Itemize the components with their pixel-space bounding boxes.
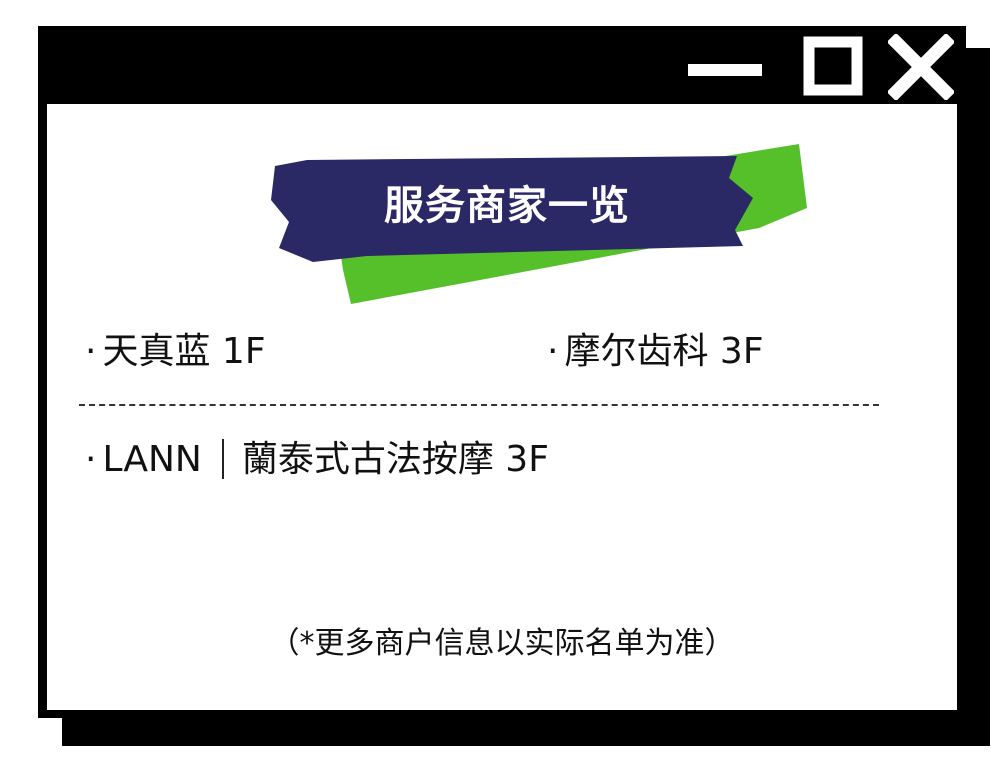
floor-label: 3F — [505, 439, 549, 480]
navy-tape — [271, 156, 753, 262]
store-name-en: LANN — [102, 439, 202, 480]
list-item: ·摩尔齿科 3F — [547, 330, 764, 374]
bullet: · — [85, 331, 97, 372]
minimize-icon[interactable] — [688, 64, 762, 76]
bullet: · — [85, 439, 97, 480]
title-banner: 服务商家一览 — [267, 138, 807, 318]
title-bar — [38, 26, 966, 104]
store-name: 天真蓝 — [102, 331, 211, 372]
floor-label: 1F — [221, 331, 266, 372]
footnote: （*更多商户信息以实际名单为准） — [269, 626, 735, 661]
close-icon[interactable] — [888, 34, 954, 100]
store-name: 摩尔齿科 — [564, 331, 709, 372]
vertical-separator — [221, 439, 224, 479]
floor-label: 3F — [719, 331, 764, 372]
page-title: 服务商家一览 — [384, 183, 630, 229]
dashed-divider — [79, 404, 879, 406]
list-item: ·天真蓝 1F — [85, 330, 266, 374]
list-item: ·LANN 蘭泰式古法按摩 3F — [85, 438, 549, 482]
bullet: · — [547, 331, 559, 372]
store-name-cn: 蘭泰式古法按摩 — [241, 439, 494, 480]
tape-decoration — [271, 144, 807, 304]
maximize-icon[interactable] — [803, 36, 863, 96]
